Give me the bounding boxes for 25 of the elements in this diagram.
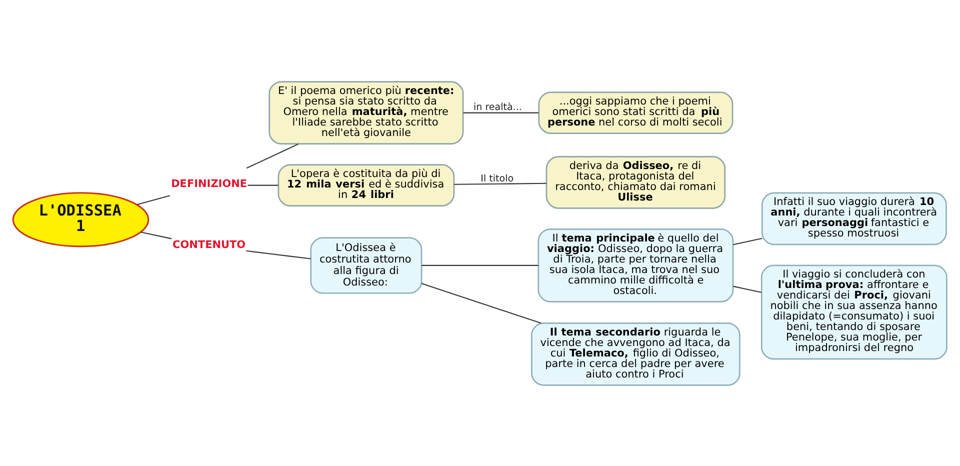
node-box: L'opera è costituita da più di 12 mila versi ed è suddivisa in 24 libri: [278, 164, 455, 206]
node-box: deriva da Odisseo, re di Itaca, protagonista del racconto, chiamato dai romani Ulisse: [546, 156, 726, 208]
connector: [422, 264, 538, 266]
node-box: E' il poema omerico più recente: si pensa sia stato scritto da Omero nella maturità, mentre l'Iliade sarebbe stato scritto nell'età giovanile: [268, 80, 464, 144]
node-box: Il tema principale è quello del viaggio: Odisseo, dopo la guerra di Troia, parte per tornare nella sua isola Itaca, ma trova nel suo cammino mille difficoltà e ostacoli.: [538, 228, 734, 302]
node-box: Infatti il suo viaggio durerà 10 anni, durante i quali incontrerà vari personaggi fantastici e spesso mostruosi: [761, 192, 947, 245]
connector: [421, 282, 542, 324]
node-text: DEFINIZIONE: [171, 178, 248, 190]
node-box: L'Odissea è costrutita attorno alla figura di Odisseo:: [310, 236, 422, 294]
node-box: ...oggi sappiamo che i poemi omerici sono stati scritti da più persone nel corso di molti secoli: [538, 91, 734, 134]
connector: [246, 250, 311, 259]
node-ellipse: L'ODISSEA 1: [12, 192, 150, 247]
connector: [136, 194, 170, 205]
connector: [248, 184, 278, 186]
connector: [140, 231, 172, 239]
connector: [454, 182, 546, 184]
connector: [733, 237, 762, 245]
connector: [733, 285, 762, 292]
node-box: Il viaggio si concluderà con l'ultima prova: affrontare e vendicarsi dei Proci, giovani nobili che in sua assenza hanno dilapidato (=consumato) i suoi beni, tentando di sposare Penelope, sua moglie, per impadronirsi del regno: [760, 264, 948, 360]
node-box: Il tema secondario riguarda le vicende che avvengono ad Itaca, da cui Telemaco, figlio di Odisseo, parte in cerca del padre per avere aiuto contro i Proci: [531, 322, 740, 386]
node-text: CONTENUTO: [172, 238, 246, 251]
edge-label: in realtà...: [474, 101, 522, 112]
connector: [463, 112, 538, 113]
connector: [246, 142, 299, 168]
edge-label: Il titolo: [480, 173, 514, 184]
